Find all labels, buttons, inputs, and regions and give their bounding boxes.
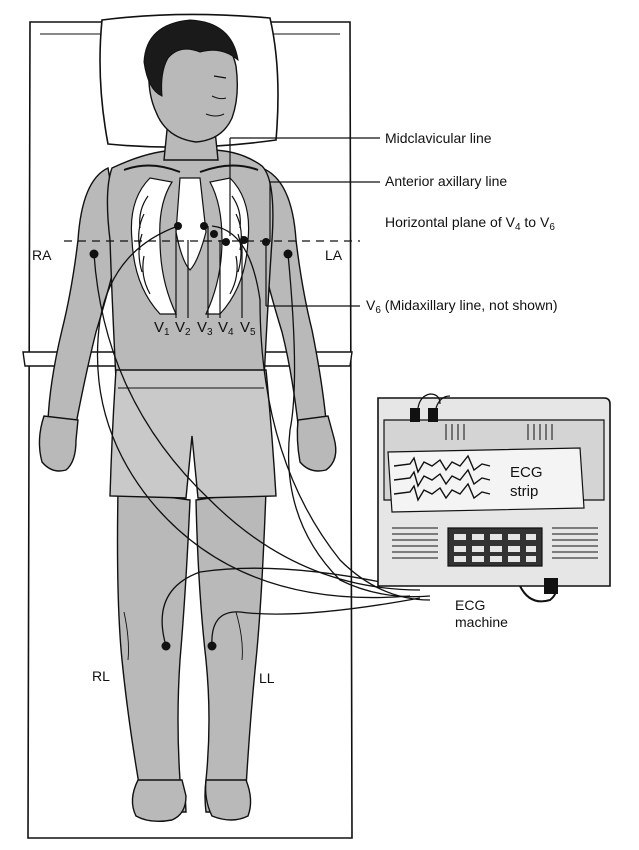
- label-v4: V4: [218, 319, 234, 338]
- electrode-v2: [200, 222, 208, 230]
- label-rl: RL: [92, 668, 110, 684]
- label-v2: V2: [175, 319, 191, 338]
- ecg-trace: [393, 454, 491, 474]
- label-ll: LL: [259, 670, 275, 686]
- label-la: LA: [325, 247, 343, 263]
- electrode-rl: [161, 641, 171, 651]
- label-v5: V5: [240, 319, 256, 338]
- electrode-ra: [89, 249, 99, 259]
- label-ecg-strip-1: ECG: [510, 464, 543, 481]
- lead-wires: [93, 225, 431, 647]
- electrode-ll: [207, 641, 217, 651]
- reference-lines: [64, 137, 380, 318]
- label-v1: V1: [154, 319, 170, 338]
- rib-cage: [123, 164, 259, 315]
- electrodes: [89, 222, 293, 651]
- electrode-v4: [222, 238, 230, 246]
- label-ecg-machine-2: machine: [455, 614, 508, 630]
- electrode-v6: [262, 238, 270, 246]
- ecg-strip-paper: [387, 447, 585, 513]
- label-ra: RA: [32, 247, 52, 263]
- electrode-v3: [210, 230, 218, 238]
- legs: [116, 489, 267, 823]
- electrode-la: [283, 249, 293, 259]
- label-anterior-axillary: Anterior axillary line: [385, 173, 508, 189]
- ecg-machine: [377, 393, 611, 603]
- label-v6: V6 (Midaxillary line, not shown): [366, 297, 558, 316]
- label-midclavicular: Midclavicular line: [385, 130, 492, 146]
- label-ecg-strip-2: strip: [510, 483, 539, 500]
- label-ecg-machine-1: ECG: [455, 597, 486, 613]
- hair: [143, 19, 239, 97]
- electrode-v5: [240, 236, 248, 244]
- label-v3: V3: [197, 319, 213, 338]
- label-horizontal-plane: Horizontal plane of V4 to V6: [385, 214, 555, 233]
- electrode-v1: [174, 222, 182, 230]
